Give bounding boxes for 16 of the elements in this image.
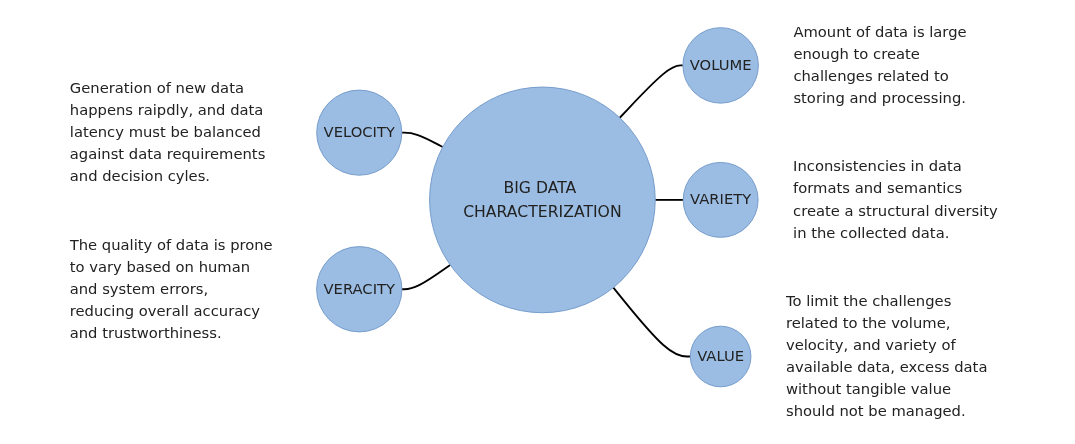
node-label: The quality of data is prone to vary based on human and system errors, reducing overall accuracy and trustworthiness. <box>69 235 273 342</box>
node-circle: VARIETY <box>682 161 759 238</box>
connector <box>618 64 684 119</box>
node-label: Inconsistencies in data formats and semantics create a structural diversity in the collected data. <box>793 157 998 242</box>
connector <box>654 198 685 201</box>
connector <box>400 131 444 148</box>
connector <box>612 286 692 358</box>
node-label: To limit the challenges related to the volume, velocity, and variety of available data, excess data without tangible value should not be managed. <box>785 292 988 421</box>
node-circle: BIG DATA CHARACTERIZATION <box>429 86 656 314</box>
node-circle: VALUE <box>689 325 752 388</box>
connector <box>401 264 452 291</box>
node-label: Amount of data is large enough to create challenges related to storing and processing. <box>793 23 967 107</box>
node-circle: VERACITY <box>316 246 403 333</box>
node-label: Generation of new data happens raipdly, and data latency must be balanced against data requirements and decision cyles. <box>69 79 266 186</box>
node-circle: VOLUME <box>682 27 759 104</box>
node-circle: VELOCITY <box>316 89 403 176</box>
